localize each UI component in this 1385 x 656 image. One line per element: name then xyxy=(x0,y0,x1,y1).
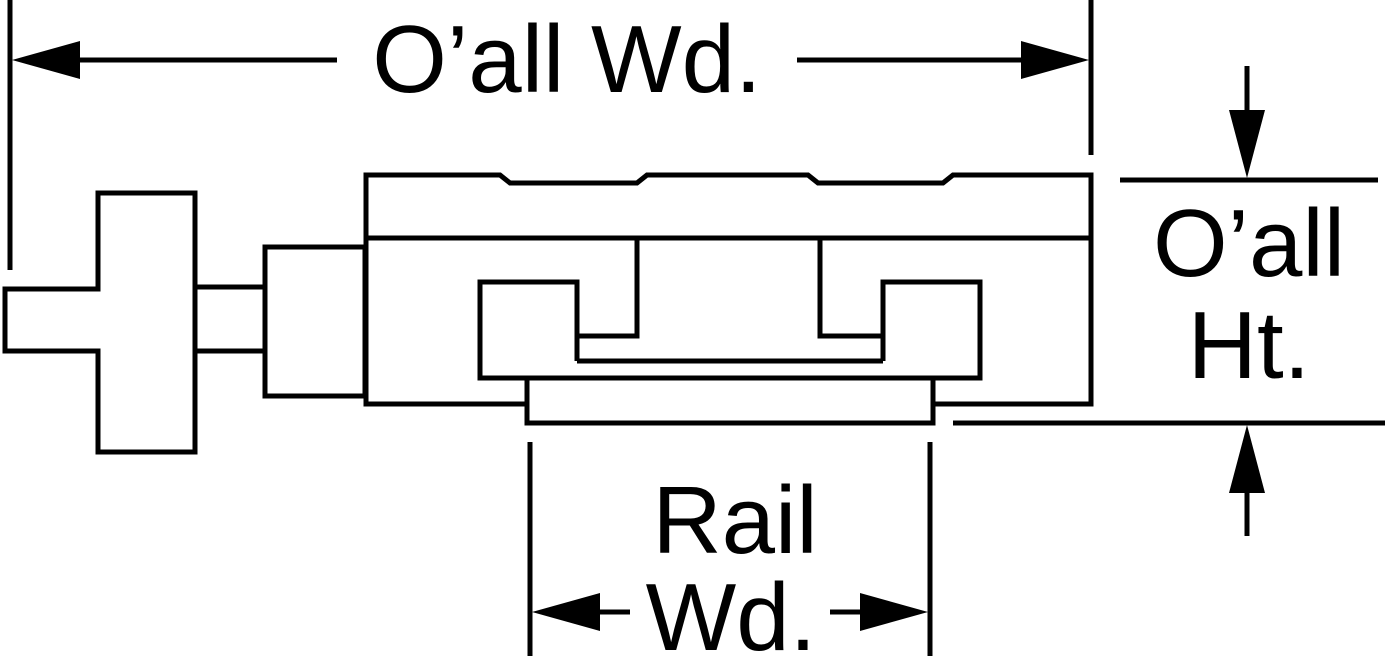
overall-height-dimension: O’all Ht. xyxy=(953,66,1385,536)
rail-width-label-line2: Wd. xyxy=(646,564,817,656)
t-handle-knob xyxy=(2,190,198,455)
overall-height-label-line1: O’all xyxy=(1153,190,1345,297)
overall-height-label-line2: Ht. xyxy=(1188,292,1311,399)
rail-width-arrow-right-icon xyxy=(860,593,928,631)
handle-stem xyxy=(192,284,268,354)
rail xyxy=(524,375,936,426)
overall-width-label: O’all Wd. xyxy=(372,6,761,113)
overall-height-arrow-up-icon xyxy=(1229,425,1265,493)
overall-width-arrow-right-icon xyxy=(1021,41,1089,79)
overall-width-arrow-left-icon xyxy=(12,41,80,79)
overall-height-arrow-down-icon xyxy=(1229,110,1265,178)
clamp-part xyxy=(2,172,1094,455)
top-plate xyxy=(363,172,1094,241)
overall-width-dimension: O’all Wd. xyxy=(7,0,1094,270)
rail-width-label-line1: Rail xyxy=(652,467,817,574)
rail-width-dimension: Rail Wd. xyxy=(527,442,933,656)
collar xyxy=(262,244,368,399)
rail-width-arrow-left-icon xyxy=(532,593,600,631)
